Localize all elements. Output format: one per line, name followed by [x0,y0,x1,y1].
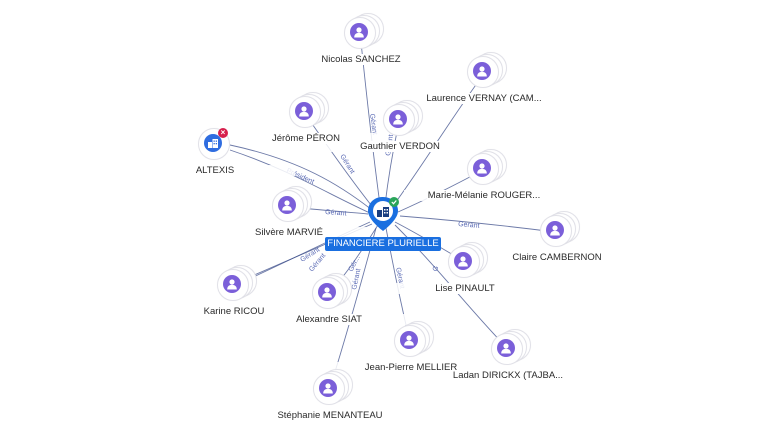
graph-node-label: Karine RICOU [154,306,314,317]
node-label-text: Jérôme PÉRON [270,133,342,144]
node-label-text: Marie-Mélanie ROUGER... [426,190,542,201]
graph-node-label: Nicolas SANCHEZ [281,54,441,65]
person-avatar-stack [467,149,507,187]
node-label-text: Alexandre SIAT [295,314,363,325]
person-icon [319,379,337,397]
person-icon [318,283,336,301]
person-icon [389,110,407,128]
person-avatar-stack [312,273,352,311]
person-icon [223,275,241,293]
edge-altexis [229,149,371,214]
graph-node-label: Silvère MARVIÉ [209,227,369,238]
person-icon [454,252,472,270]
location-pin-icon [368,197,399,231]
node-label-text: Gauthier VERDON [359,141,441,152]
edge-label-nicolas: Gérant [368,113,378,135]
person-avatar-stack [448,242,488,280]
person-avatar-stack [289,92,329,130]
node-label-text: Nicolas SANCHEZ [320,54,402,65]
person-icon [295,102,313,120]
node-label-text: Lise PINAULT [434,283,496,294]
graph-node-label: Ladan DIRICKX (TAJBA... [428,370,588,381]
node-label-text: Silvère MARVIÉ [254,227,324,238]
person-icon [400,331,418,349]
person-icon [278,196,296,214]
person-icon [546,221,564,239]
person-icon [497,339,515,357]
graph-node-label: Jérôme PÉRON [226,133,386,144]
edge-jerome [305,114,376,211]
graph-node-label: Laurence VERNAY (CAM... [404,93,564,104]
person-avatar-stack [394,321,434,359]
graph-node-label: Alexandre SIAT [249,314,409,325]
person-avatar-stack [272,186,312,224]
graph-node-label: Marie-Mélanie ROUGER... [404,190,564,201]
edge-label-jeanpierre: Gérant [394,267,405,289]
graph-node-label: Gauthier VERDON [320,141,480,152]
person-avatar-stack [491,329,531,367]
center-company-label[interactable]: FINANCIERE PLURIELLE [325,237,441,251]
edge-label-silvere: Gérant [325,209,347,217]
node-label-text: Claire CAMBERNON [511,252,603,263]
person-avatar-stack [313,369,353,407]
edge-label-stephanie: Gérant [351,268,362,290]
person-avatar-stack [217,265,257,303]
person-icon [473,159,491,177]
node-label-text: Stéphanie MENANTEAU [276,410,384,421]
person-icon [350,23,368,41]
graph-node-label: Claire CAMBERNON [477,252,637,263]
person-avatar-stack [467,52,507,90]
edge-claire [399,215,556,233]
edge-label-lise: G [432,265,441,273]
center-company-pin[interactable] [365,195,401,235]
graph-node-label: Stéphanie MENANTEAU [250,410,410,421]
building-icon [204,134,222,152]
graph-node-label: Lise PINAULT [385,283,545,294]
closed-status-icon: × [218,128,228,138]
node-label-text: Laurence VERNAY (CAM... [425,93,543,104]
company-avatar: × [198,128,232,162]
edge-label-claire: Gérant [458,221,480,230]
graph-node-label: ALTEXIS [135,165,295,176]
graph-node-label: Jean-Pierre MELLIER [331,362,491,373]
person-avatar-stack [383,100,423,138]
person-avatar-stack [540,211,580,249]
edge-altexis-2 [229,144,373,211]
node-label-text: Karine RICOU [202,306,266,317]
node-label-text: ALTEXIS [194,165,236,176]
person-icon [473,62,491,80]
node-label-text: Ladan DIRICKX (TAJBA... [451,370,565,381]
node-label-text: Jean-Pierre MELLIER [363,362,459,373]
person-avatar-stack [344,13,384,51]
